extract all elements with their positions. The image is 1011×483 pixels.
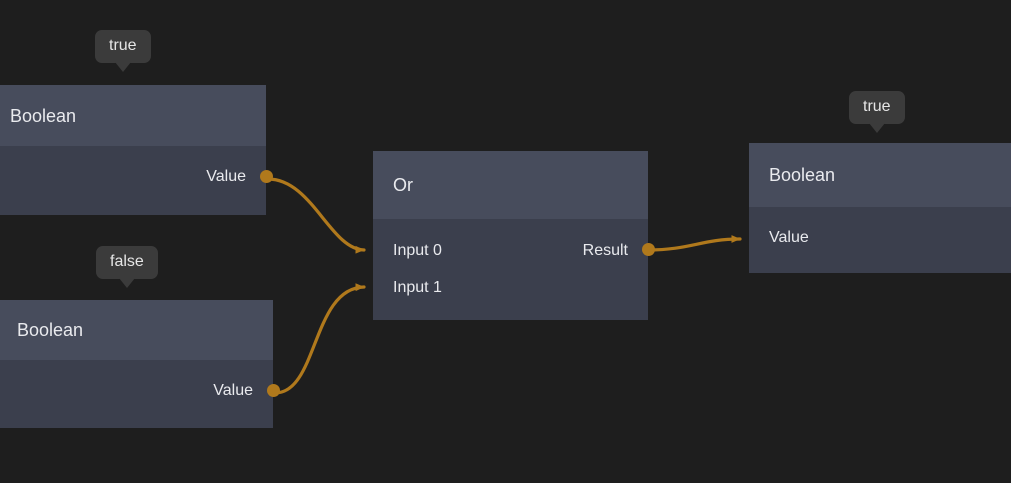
node-body-or: Input 0 Result Input 1 — [373, 219, 655, 320]
node-header-boolean-b[interactable]: Boolean — [0, 300, 273, 360]
port-label: Input 0 — [393, 241, 442, 259]
node-boolean-b[interactable]: Boolean Value — [0, 300, 280, 428]
node-header-or[interactable]: Or — [373, 151, 648, 219]
port-row-input-0[interactable]: Input 0 Result — [393, 232, 628, 269]
node-title: Boolean — [10, 105, 77, 126]
port-row-value-input[interactable]: Value — [769, 219, 1001, 256]
port-label: Value — [213, 381, 253, 399]
port-dot-boolean-b-value[interactable] — [266, 384, 280, 397]
port-row-value-output[interactable]: Value — [17, 372, 253, 409]
wire-or-result-to-boolean-c-value — [646, 235, 742, 252]
node-header-boolean-c[interactable]: Boolean — [749, 143, 1011, 207]
node-boolean-a[interactable]: Boolean Value — [0, 85, 273, 215]
node-body-boolean-c: Value — [749, 207, 1011, 273]
node-value-badge-boolean-a: true — [95, 30, 151, 72]
wire-boolean-a-to-or-input-0 — [266, 177, 366, 254]
port-label-result: Result — [582, 242, 628, 259]
port-row-value-output[interactable]: Value — [10, 158, 246, 195]
node-body-boolean-a: Value — [0, 146, 273, 215]
node-title: Or — [393, 175, 413, 195]
node-boolean-c[interactable]: Boolean Value — [749, 143, 1011, 273]
port-dot-boolean-a-value[interactable] — [259, 170, 273, 183]
wire-boolean-b-to-or-input-1 — [273, 283, 366, 395]
node-title: Boolean — [769, 165, 836, 185]
node-value-badge-boolean-b: false — [96, 246, 158, 288]
node-header-boolean-a[interactable]: Boolean — [0, 85, 266, 146]
node-title: Boolean — [17, 320, 84, 340]
port-dot-or-result[interactable] — [641, 243, 655, 256]
node-value-badge-boolean-c: true — [849, 91, 905, 133]
port-label: Value — [769, 228, 809, 246]
node-body-boolean-b: Value — [0, 360, 280, 428]
port-label: Input 1 — [393, 278, 442, 296]
port-row-input-1[interactable]: Input 1 — [393, 269, 628, 306]
port-label: Value — [206, 167, 246, 185]
node-or[interactable]: Or Input 0 Result Input 1 — [373, 151, 655, 320]
